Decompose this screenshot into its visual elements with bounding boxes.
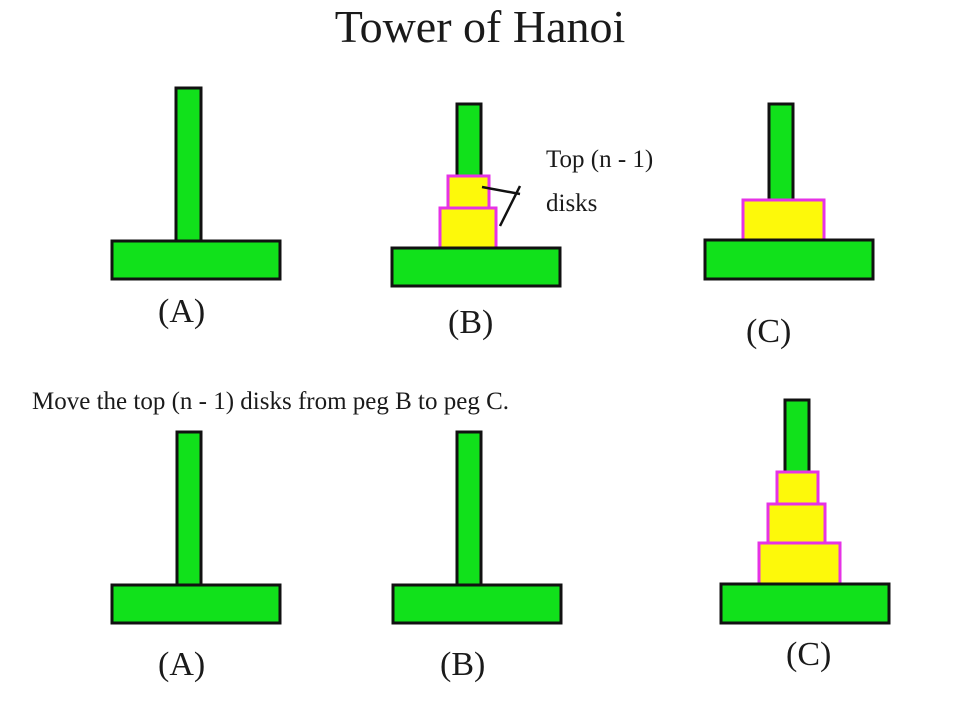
- peg-a-bottom: [110, 430, 282, 625]
- peg-base: [391, 583, 563, 625]
- annotation-line-1: Top (n - 1): [546, 146, 654, 173]
- peg-base: [110, 239, 282, 281]
- label-peg-a-top: (A): [158, 293, 206, 330]
- peg-a-top: [110, 86, 282, 281]
- label-peg-c-bottom: (C): [786, 636, 832, 673]
- label-peg-b-top: (B): [448, 304, 494, 341]
- peg-rod: [455, 102, 483, 180]
- peg-base: [390, 246, 562, 288]
- peg-rod: [767, 102, 795, 202]
- page-title: Tower of Hanoi: [334, 1, 626, 52]
- peg-c-top: [703, 102, 875, 281]
- disk-medium: [766, 502, 827, 546]
- disk-large: [741, 198, 826, 242]
- peg-b-bottom: [391, 430, 563, 625]
- step-caption: Move the top (n - 1) disks from peg B to…: [32, 388, 510, 415]
- label-peg-c-top: (C): [746, 313, 792, 350]
- label-peg-a-bottom: (A): [158, 646, 206, 683]
- pointer-line: [481, 185, 521, 196]
- peg-rod: [174, 86, 203, 244]
- peg-base: [703, 238, 875, 281]
- peg-rod: [455, 430, 483, 588]
- annotation-pointer: [481, 185, 522, 227]
- disk-small: [446, 174, 491, 210]
- disk-large: [757, 541, 842, 586]
- peg-c-bottom: [719, 398, 891, 625]
- pointer-line: [498, 185, 522, 227]
- peg-base: [719, 582, 891, 625]
- disk-medium: [438, 206, 498, 250]
- annotation-line-2: disks: [546, 190, 598, 217]
- disk-small: [775, 470, 820, 506]
- label-peg-b-bottom: (B): [440, 646, 486, 683]
- peg-rod: [175, 430, 203, 588]
- peg-base: [110, 583, 282, 625]
- peg-rod: [783, 398, 811, 474]
- peg-b-top: [390, 102, 562, 288]
